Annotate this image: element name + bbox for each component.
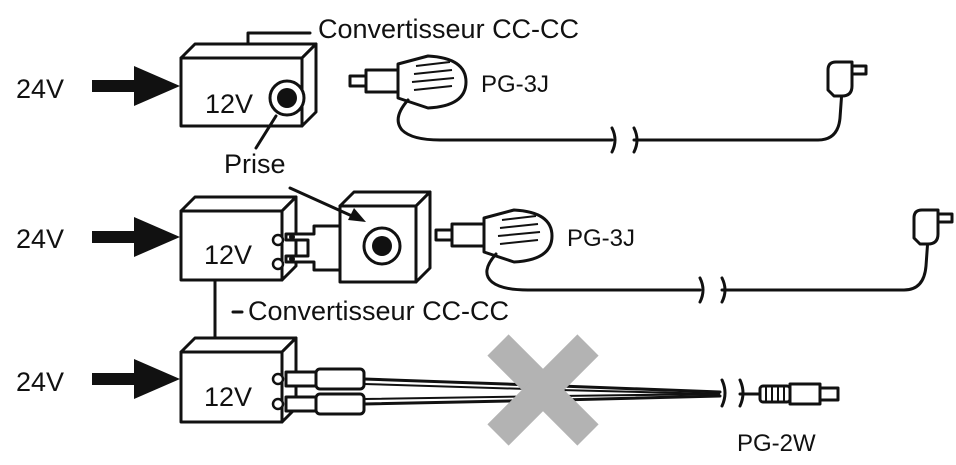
cord-1 xyxy=(396,98,614,142)
dc-plug-2 xyxy=(912,208,954,246)
row-2: 24V 12V xyxy=(16,186,954,347)
output-voltage-label-3: 12V xyxy=(204,382,252,412)
dc-plug-1 xyxy=(826,60,868,98)
input-arrow-3 xyxy=(92,359,180,399)
cable-label-2: PG-3J xyxy=(567,225,635,252)
converter-box-2 xyxy=(179,195,298,282)
cord-2 xyxy=(485,252,702,292)
prohibited-cross-icon xyxy=(487,334,599,446)
cable-label-1: PG-3J xyxy=(481,71,549,98)
input-arrow-2 xyxy=(92,217,180,257)
dc-plug-3 xyxy=(738,382,840,406)
input-voltage-label-1: 24V xyxy=(16,74,64,104)
cord-break-1 xyxy=(610,126,639,154)
socket-box xyxy=(338,190,432,284)
input-voltage-label-2: 24V xyxy=(16,224,64,254)
converter-box-1 xyxy=(179,31,318,150)
connector-bracket xyxy=(284,224,346,272)
socket-label: Prise xyxy=(224,149,286,179)
converter-label-mid: Convertisseur CC-CC xyxy=(248,296,509,326)
row-3: 24V 12V xyxy=(16,334,840,457)
cigarette-plug-2 xyxy=(434,208,554,264)
converter-box-3 xyxy=(179,336,298,424)
output-voltage-label-1: 12V xyxy=(205,89,253,119)
row-1: 24V 12V Convertisseur CC-CC Prise PG-3J xyxy=(16,14,868,179)
cigarette-plug-1 xyxy=(348,54,468,110)
input-arrow-1 xyxy=(92,66,180,106)
cord-break-2 xyxy=(698,276,727,304)
cable-label-3: PG-2W xyxy=(737,430,816,457)
converter-label-top: Convertisseur CC-CC xyxy=(318,14,579,44)
input-voltage-label-3: 24V xyxy=(16,367,64,397)
output-voltage-label-2: 12V xyxy=(204,240,252,270)
socket-pointer xyxy=(288,186,366,222)
clip-leads xyxy=(284,367,722,416)
